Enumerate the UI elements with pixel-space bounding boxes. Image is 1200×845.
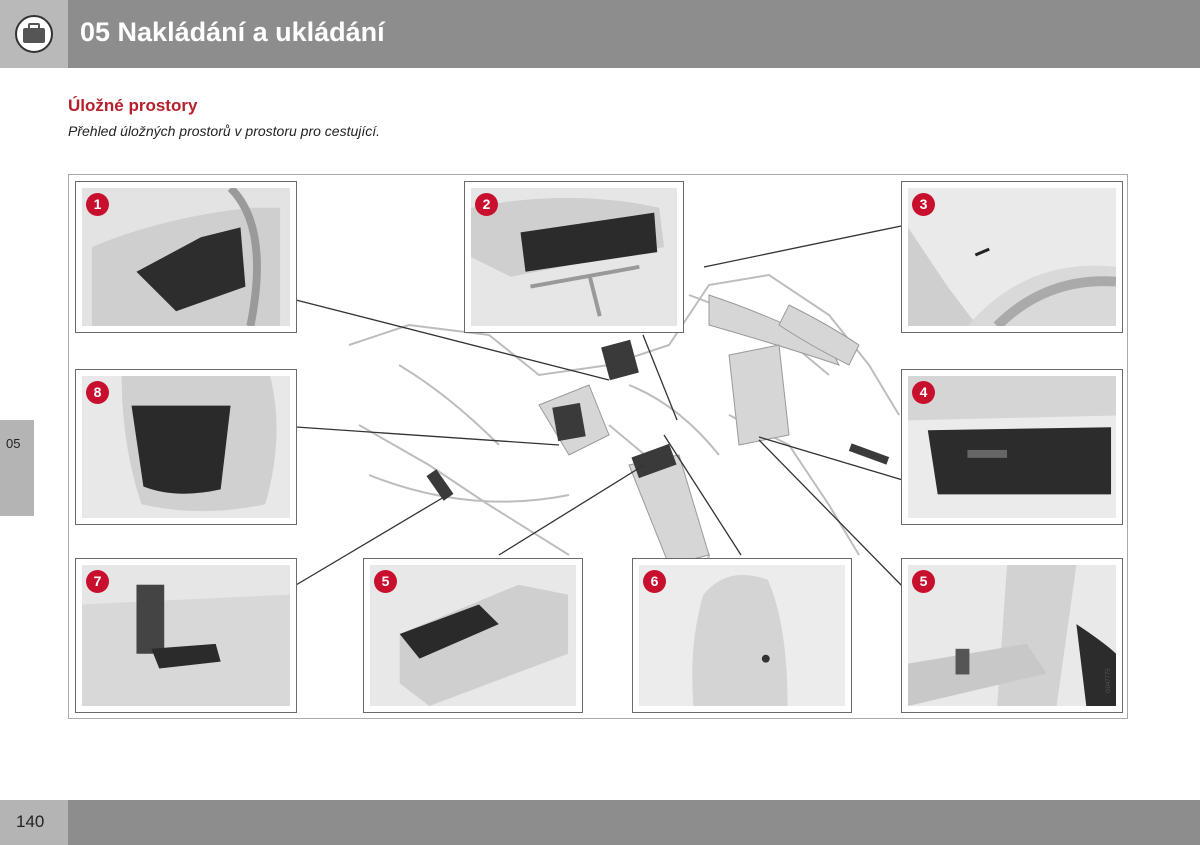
panel-headrest: 6 <box>632 558 852 713</box>
figure-code: G047775 <box>1106 668 1112 693</box>
header-bar: 05 Nakládání a ukládání <box>68 0 1200 68</box>
panel-glovebox: 4 <box>901 369 1123 525</box>
panel-seat-drawer: 2 <box>464 181 684 333</box>
headrest-image <box>639 565 845 706</box>
console-compartment-image: G047775 <box>908 565 1116 706</box>
chapter-side-tab: 05 <box>0 420 34 516</box>
callout-7: 7 <box>86 570 109 593</box>
luggage-icon <box>15 15 53 53</box>
panel-ticket-holder: 3 <box>901 181 1123 333</box>
chapter-tab-label: 05 <box>6 436 21 451</box>
header-icon-box <box>0 0 68 68</box>
section-description: Přehled úložných prostorů v prostoru pro… <box>68 123 381 139</box>
panel-armrest-box: 5 <box>363 558 583 713</box>
car-interior-illustration <box>295 224 907 646</box>
callout-5-console: 5 <box>912 570 935 593</box>
section-title: Úložné prostory <box>68 96 198 115</box>
callout-8: 8 <box>86 381 109 404</box>
callout-2: 2 <box>475 193 498 216</box>
glovebox-image <box>908 376 1116 518</box>
callout-5: 5 <box>374 570 397 593</box>
storage-overview-figure: 1 2 3 <box>68 174 1128 719</box>
footer-bar <box>68 800 1200 845</box>
callout-4: 4 <box>912 381 935 404</box>
panel-console-compartment: G047775 5 <box>901 558 1123 713</box>
seat-drawer-image <box>471 188 677 326</box>
page-number: 140 <box>16 812 45 831</box>
door-pocket-image <box>82 188 290 326</box>
ticket-holder-image <box>908 188 1116 326</box>
panel-door-pocket: 1 <box>75 181 297 333</box>
callout-1: 1 <box>86 193 109 216</box>
callout-6: 6 <box>643 570 666 593</box>
armrest-box-image <box>370 565 576 706</box>
chapter-title: 05 Nakládání a ukládání <box>80 17 385 47</box>
rear-armrest-image <box>82 565 290 706</box>
seatback-pocket-image <box>82 376 290 518</box>
footer-page-box: 140 <box>0 800 68 845</box>
callout-3: 3 <box>912 193 935 216</box>
panel-rear-armrest: 7 <box>75 558 297 713</box>
panel-seatback-pocket: 8 <box>75 369 297 525</box>
